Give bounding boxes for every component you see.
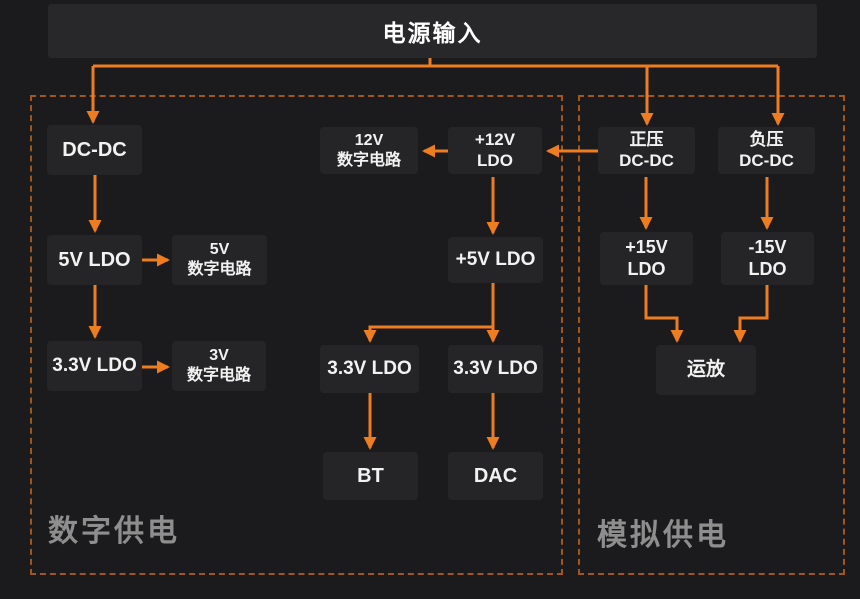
node-dac: DAC	[448, 452, 543, 500]
power-input-header: 电源输入	[48, 4, 817, 58]
node-label-line: 3.3V LDO	[327, 358, 412, 380]
node-label-line: DAC	[473, 464, 518, 487]
node-dcdc: DC-DC	[47, 125, 142, 175]
node-label-line: LDO	[477, 150, 513, 170]
node-ldo-5v-mid: +5V LDO	[448, 237, 543, 283]
node-label-line: 数字电路	[336, 151, 401, 169]
digital-power-section	[30, 95, 563, 575]
digital-section-label: 数字供电	[48, 515, 180, 548]
node-label-line: 正压	[629, 129, 664, 149]
node-label-line: 5V LDO	[58, 248, 131, 271]
node-digital-5v: 5V 数字电路	[172, 235, 267, 285]
node-label-line: +15V	[625, 236, 668, 257]
node-ldo-5v: 5V LDO	[47, 235, 142, 285]
node-ldo-3v3-mid-left: 3.3V LDO	[320, 345, 419, 393]
analog-power-section	[578, 95, 845, 575]
node-digital-3v: 3V 数字电路	[172, 341, 266, 391]
node-label-line: 负压	[749, 129, 784, 149]
node-label-line: 3.3V LDO	[52, 355, 137, 377]
node-label-line: 12V	[354, 131, 384, 149]
node-label-line: 3V	[209, 347, 229, 365]
node-label-line: BT	[357, 464, 384, 487]
node-label-line: LDO	[627, 258, 666, 279]
node-bt: BT	[323, 452, 418, 500]
node-ldo-3v3-left: 3.3V LDO	[47, 341, 142, 391]
node-label-line: LDO	[748, 258, 787, 279]
node-label-line: 数字电路	[186, 367, 251, 384]
node-ldo-3v3-mid-right: 3.3V LDO	[448, 345, 543, 393]
node-label-line: 3.3V LDO	[453, 358, 538, 380]
node-label-line: -15V	[748, 236, 787, 257]
node-digital-12v: 12V 数字电路	[320, 127, 418, 174]
node-label-line: DC-DC	[62, 138, 127, 161]
node-label-line: 运放	[686, 359, 725, 381]
node-label-line: +5V LDO	[455, 249, 536, 271]
node-label-line: +12V	[474, 129, 516, 149]
node-label-line: 5V	[209, 241, 230, 259]
node-label-line: 数字电路	[187, 261, 252, 278]
page-title: 电源输入	[382, 20, 483, 46]
node-opamp: 运放	[656, 345, 756, 395]
analog-section-label: 模拟供电	[597, 519, 729, 552]
node-label-line: DC-DC	[739, 150, 794, 170]
node-label-line: DC-DC	[619, 150, 674, 170]
